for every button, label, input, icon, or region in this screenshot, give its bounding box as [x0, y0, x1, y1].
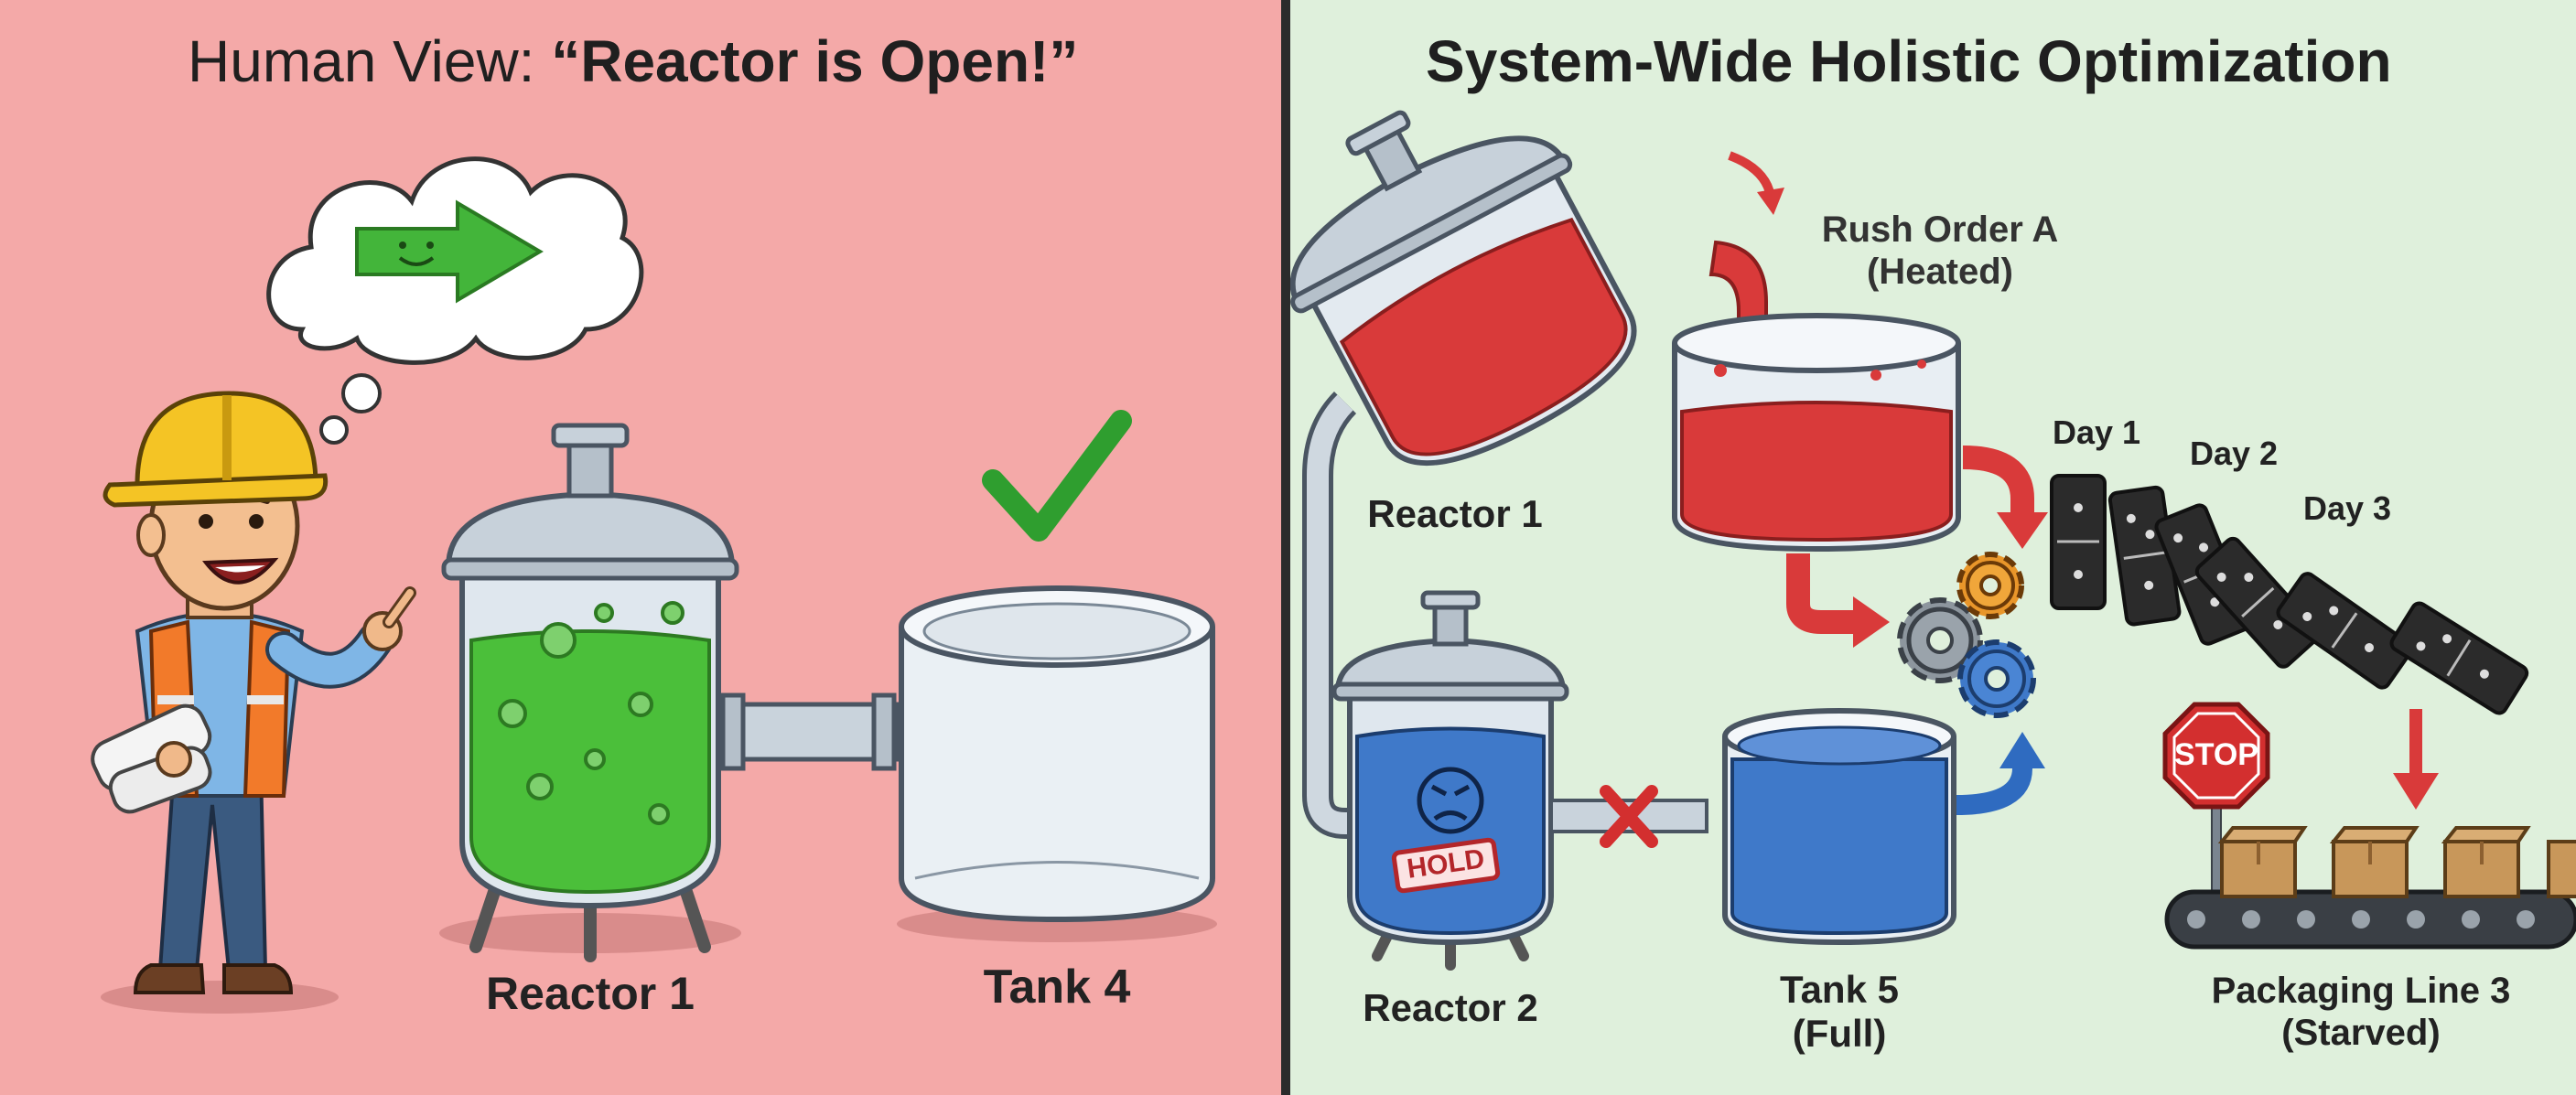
day-2-label: Day 2	[2189, 435, 2279, 472]
tank-5-icon	[1722, 708, 1956, 946]
panel-divider	[1281, 0, 1290, 1095]
tank-4-label: Tank 4	[983, 961, 1131, 1014]
reactor-2-icon	[1331, 590, 1569, 971]
reactor-1-label: Reactor 1	[1367, 492, 1543, 535]
packaging-sub: (Starved)	[2281, 1013, 2441, 1053]
human-view-panel: Human View: “Reactor is Open!”	[0, 0, 1281, 1095]
hard-hat-icon	[102, 391, 329, 508]
cardboard-box-icon	[2547, 840, 2576, 898]
checkmark-icon	[982, 410, 1132, 542]
system-wide-illustration	[1290, 110, 2576, 971]
domino-icon	[2050, 474, 2107, 610]
reactor-1-label: Reactor 1	[486, 968, 695, 1019]
gear-icon	[1897, 597, 1983, 683]
rush-order-label: Rush Order A (Heated)	[1784, 209, 2096, 293]
thought-bubble-icon	[266, 156, 644, 445]
reactor-1-icon	[439, 423, 741, 962]
gear-icon	[1957, 639, 2036, 718]
cardboard-box-icon	[2329, 826, 2420, 898]
tank-4-icon	[897, 585, 1217, 942]
conveyor-belt-icon	[2164, 889, 2576, 950]
stop-sign-icon	[2162, 702, 2270, 943]
tank-5-label: Tank 5 (Full)	[1730, 968, 1949, 1057]
packaging-line-label: Packaging Line 3 (Starved)	[2169, 970, 2553, 1054]
gear-icon	[1956, 552, 2024, 619]
angry-face-icon	[1417, 767, 1484, 834]
system-wide-panel: System-Wide Holistic Optimization	[1290, 0, 2576, 1095]
cardboard-box-icon	[2217, 826, 2308, 898]
human-view-title: Human View: “Reactor is Open!”	[188, 27, 1078, 95]
cardboard-box-icon	[2441, 826, 2531, 898]
worker-figure	[91, 391, 416, 1014]
stop-sign-text: STOP	[2174, 737, 2258, 772]
domino-icon	[2389, 601, 2529, 715]
red-x-icon	[1600, 785, 1658, 848]
reactor-1-tilted-icon	[1290, 110, 1637, 467]
tank-5-sub: (Full)	[1792, 1012, 1887, 1056]
reactor-2-label: Reactor 2	[1363, 986, 1538, 1029]
day-1-label: Day 1	[2052, 413, 2141, 451]
system-wide-title: System-Wide Holistic Optimization	[1426, 28, 2392, 94]
rush-order-sub: (Heated)	[1866, 252, 2014, 292]
human-view-illustration	[91, 156, 1217, 1014]
packaging-title: Packaging Line 3	[2211, 971, 2511, 1011]
title-quote: “Reactor is Open!”	[551, 28, 1079, 94]
rush-order-tank-icon	[1672, 313, 1961, 553]
smiling-arrow-icon	[355, 199, 544, 304]
tank-5-title: Tank 5	[1780, 968, 1899, 1011]
rush-order-title: Rush Order A	[1821, 209, 2059, 250]
title-prefix: Human View:	[188, 28, 552, 94]
domino-icon	[2194, 536, 2322, 669]
day-3-label: Day 3	[2302, 489, 2392, 527]
domino-icon	[2276, 572, 2414, 690]
